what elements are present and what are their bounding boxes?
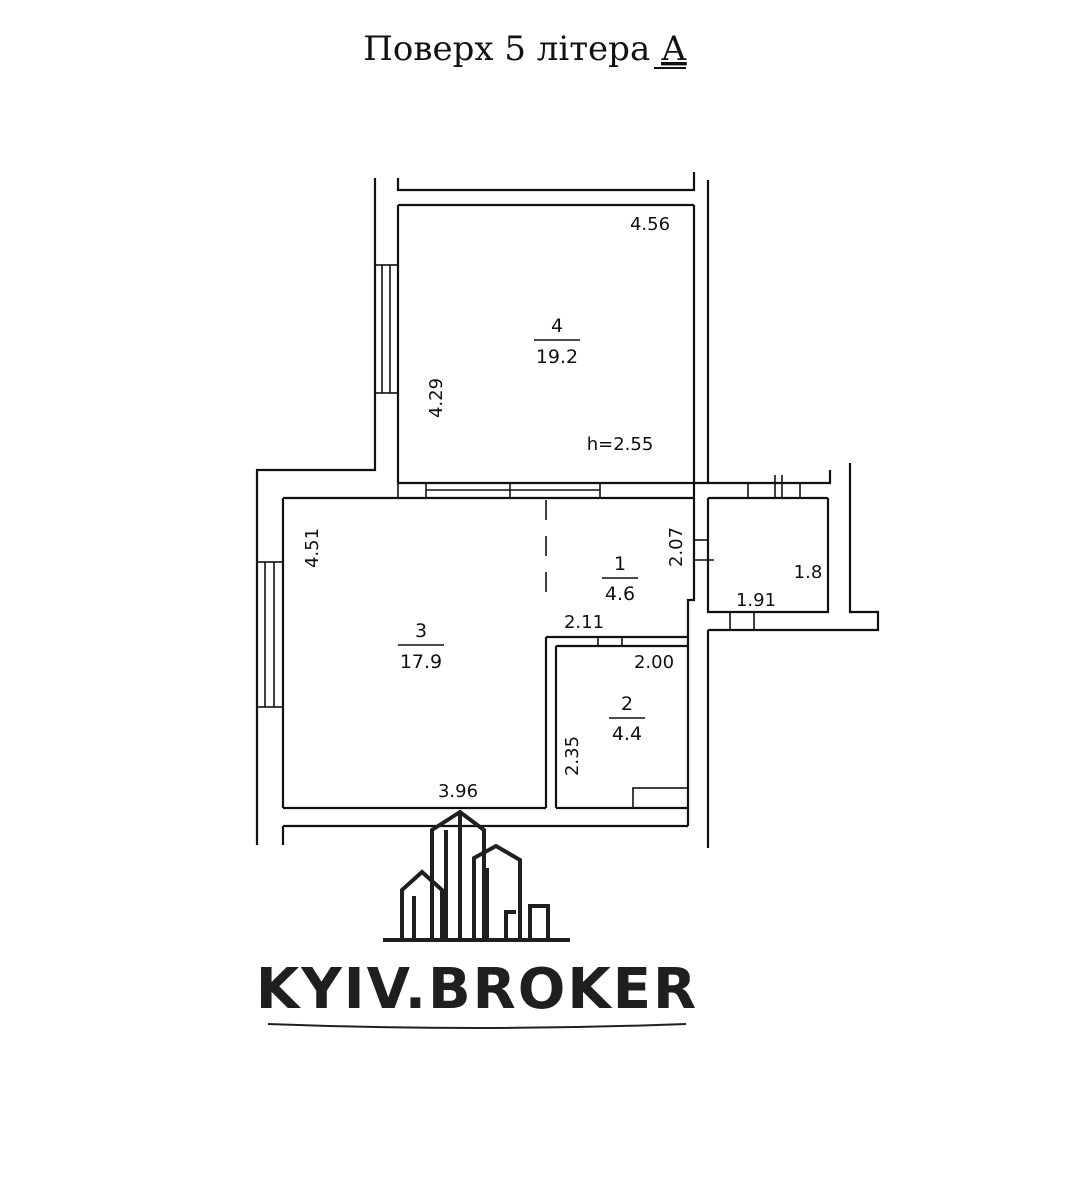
- dim-room2-width: 2.00: [634, 652, 674, 673]
- city-buildings-icon: [383, 809, 570, 942]
- balcony-window: [747, 475, 801, 498]
- dim-room1-width: 2.11: [564, 612, 604, 633]
- room-number: 3: [415, 620, 427, 642]
- room-number: 4: [551, 315, 563, 337]
- dim-room4-height: 4.29: [426, 378, 447, 418]
- room-number: 2: [621, 693, 633, 715]
- dim-room1-height: 2.07: [666, 527, 687, 567]
- dim-room3-width: 3.96: [438, 781, 478, 802]
- dim-room4-width: 4.56: [630, 214, 670, 235]
- dim-room3-height: 4.51: [302, 528, 323, 568]
- room-label-4: 4 19.2: [534, 315, 580, 368]
- door-marks: [397, 482, 755, 809]
- room-area: 19.2: [536, 346, 578, 368]
- room-label-2: 2 4.4: [609, 693, 645, 745]
- room-label-3: 3 17.9: [398, 620, 444, 673]
- brand-underline: [267, 1023, 687, 1029]
- dim-room2-height: 2.35: [562, 736, 583, 776]
- room-area: 4.6: [605, 583, 635, 605]
- window-room3: [256, 561, 284, 708]
- dim-balcony-depth: 1.8: [794, 562, 823, 583]
- window-room4: [374, 264, 399, 394]
- room-area: 17.9: [400, 651, 442, 673]
- title-prefix: Поверх 5 літера: [363, 29, 661, 69]
- room-number: 1: [614, 553, 626, 575]
- page-title: Поверх 5 літера А: [363, 29, 687, 69]
- title-letter: А: [661, 29, 687, 69]
- room-area: 4.4: [612, 723, 642, 745]
- dim-room4-ceiling: h=2.55: [587, 434, 654, 455]
- brand-name: KYIV.BROKER: [256, 957, 698, 1022]
- dim-balcony-width: 1.91: [736, 590, 776, 611]
- room-label-1: 1 4.6: [602, 553, 638, 605]
